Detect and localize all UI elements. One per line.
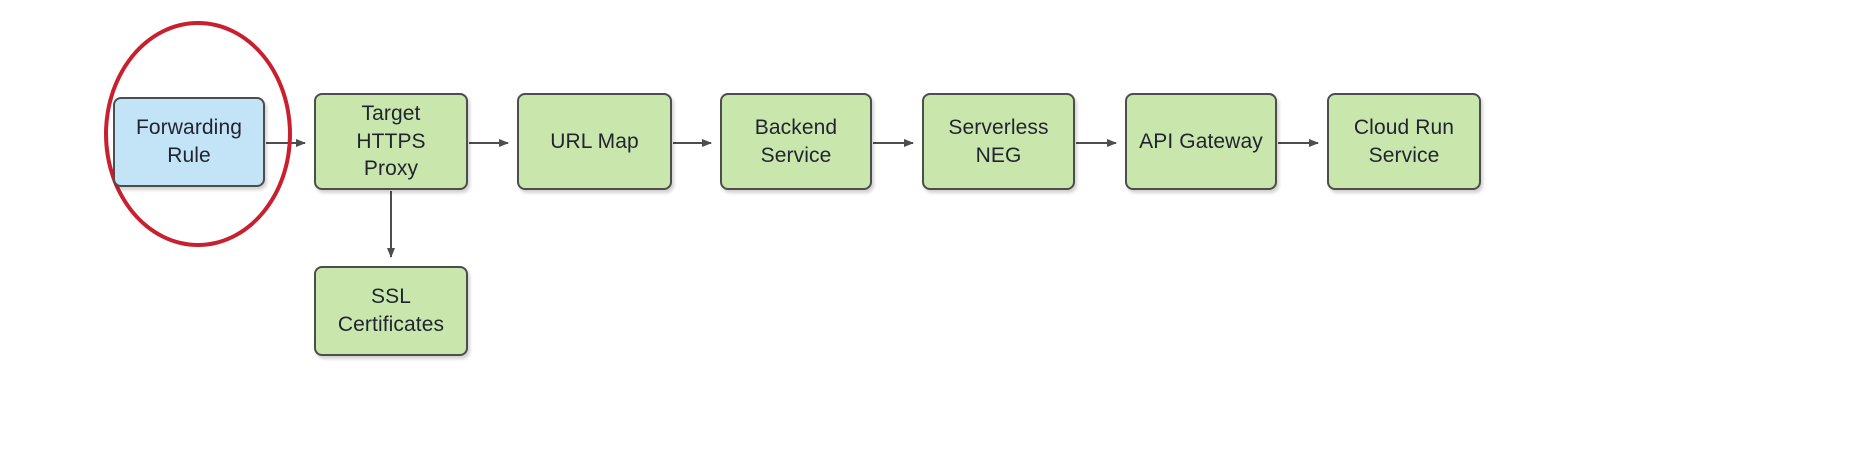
node-url-map[interactable]: URL Map (517, 93, 672, 190)
node-label-url-map: URL Map (550, 129, 639, 153)
highlight-annotation-circle (104, 21, 292, 247)
node-ssl-certificates[interactable]: SSL Certificates (314, 266, 468, 356)
node-label-target-https-proxy: Target HTTPS Proxy (356, 101, 426, 181)
node-cloud-run-service[interactable]: Cloud Run Service (1327, 93, 1481, 190)
node-label-backend-service: Backend Service (754, 115, 838, 167)
node-label-ssl-certificates: SSL Certificates (337, 285, 445, 336)
node-backend-service[interactable]: Backend Service (720, 93, 872, 190)
node-api-gateway[interactable]: API Gateway (1125, 93, 1277, 190)
node-serverless-neg[interactable]: Serverless NEG (922, 93, 1075, 190)
node-label-forwarding-rule: Forwarding Rule (135, 116, 243, 167)
node-target-https-proxy[interactable]: Target HTTPS Proxy (314, 93, 468, 190)
node-label-cloud-run-service: Cloud Run Service (1353, 115, 1455, 167)
node-label-api-gateway: API Gateway (1139, 129, 1263, 153)
node-label-serverless-neg: Serverless NEG (948, 115, 1049, 167)
node-forwarding-rule[interactable]: Forwarding Rule (113, 97, 265, 187)
